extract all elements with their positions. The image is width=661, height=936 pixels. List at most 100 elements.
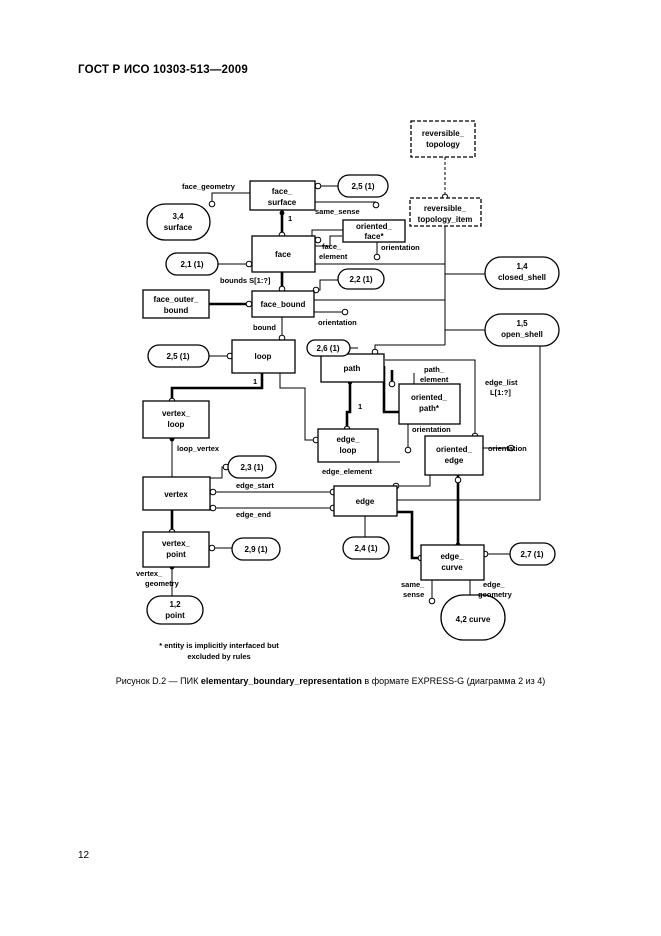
role-face-element-2: element	[319, 252, 348, 261]
role-path-element-2: element	[420, 375, 449, 384]
caption-suffix: в формате EXPRESS-G (диаграмма 2 из 4)	[361, 676, 546, 686]
svg-text:loop: loop	[340, 446, 357, 455]
svg-text:excluded by rules: excluded by rules	[187, 652, 250, 661]
role-edge-geometry-2: geometry	[478, 590, 513, 599]
ref-2-7: 2,7 (1)	[509, 542, 556, 566]
svg-text:vertex: vertex	[164, 490, 188, 499]
ref-2-5-top: 2,5 (1)	[337, 174, 389, 198]
svg-text:face*: face*	[364, 232, 384, 241]
caption-entity: elementary_boundary_representation	[200, 676, 362, 686]
role-path-element-1: path_	[424, 365, 445, 374]
svg-text:surface: surface	[268, 198, 297, 207]
ref-4-2-curve: 4,2 curve	[440, 594, 506, 641]
role-edge-list-1: edge_list	[485, 378, 518, 387]
role-same-sense-ec-1: same_	[401, 580, 425, 589]
role-same-sense-ec-2: sense	[403, 590, 424, 599]
svg-text:closed_shell: closed_shell	[498, 273, 546, 282]
svg-text:curve: curve	[441, 563, 463, 572]
role-edge-start: edge_start	[236, 481, 274, 490]
svg-text:reversible_: reversible_	[422, 129, 465, 138]
svg-text:2,1 (1): 2,1 (1)	[180, 260, 203, 269]
role-face-geometry: face_geometry	[182, 182, 236, 191]
ref-1-5-open-shell: 1,5 open_shell	[484, 313, 560, 347]
role-bound: bound	[253, 323, 276, 332]
entity-face-surface: face_ surface	[249, 180, 316, 211]
svg-text:3,4: 3,4	[172, 212, 184, 221]
entity-face: face	[251, 235, 316, 273]
entity-oriented-path: oriented_ path*	[398, 383, 461, 425]
document-header: ГОСТ Р ИСО 10303-513—2009	[78, 64, 248, 76]
entity-reversible-topology: reversible_ topology	[410, 120, 476, 158]
svg-text:point: point	[166, 550, 186, 559]
svg-text:2,3 (1): 2,3 (1)	[240, 463, 263, 472]
entity-path: path	[320, 353, 385, 383]
svg-text:oriented_: oriented_	[411, 393, 448, 402]
svg-text:reversible_: reversible_	[424, 204, 467, 213]
svg-text:vertex_: vertex_	[162, 539, 191, 548]
svg-text:edge: edge	[445, 456, 464, 465]
figure-caption: Рисунок D.2 — ПИК elementary_boundary_re…	[0, 676, 661, 686]
role-one-path: 1	[358, 402, 362, 411]
svg-text:edge_: edge_	[336, 435, 360, 444]
entity-vertex-loop: vertex_ loop	[142, 400, 210, 439]
entity-edge: edge	[333, 485, 398, 517]
svg-text:face: face	[275, 250, 292, 259]
entity-edge-loop: edge_ loop	[317, 428, 379, 463]
svg-text:2,4 (1): 2,4 (1)	[354, 544, 377, 553]
entity-vertex: vertex	[142, 476, 211, 511]
entity-oriented-edge: oriented_ edge	[424, 435, 484, 476]
role-face-element-1: face_	[322, 242, 342, 251]
ref-2-3: 2,3 (1)	[227, 455, 277, 479]
svg-text:2,7 (1): 2,7 (1)	[520, 550, 543, 559]
role-orientation-op: orientation	[412, 425, 451, 434]
svg-text:1,5: 1,5	[516, 319, 528, 328]
svg-text:2,5 (1): 2,5 (1)	[351, 182, 374, 191]
svg-text:surface: surface	[164, 223, 193, 232]
role-edge-end: edge_end	[236, 510, 271, 519]
role-bounds: bounds S[1:?]	[220, 276, 271, 285]
role-loop-vertex: loop_vertex	[177, 444, 220, 453]
svg-text:2,6 (1): 2,6 (1)	[316, 344, 339, 353]
ref-2-5-loop: 2,5 (1)	[147, 344, 210, 368]
svg-text:1,2: 1,2	[169, 600, 181, 609]
role-one-loop: 1	[253, 377, 257, 386]
role-same-sense-fs: same_sense	[315, 207, 360, 216]
svg-text:path*: path*	[419, 404, 440, 413]
ref-2-1: 2,1 (1)	[165, 252, 219, 276]
svg-text:face_outer_: face_outer_	[154, 295, 199, 304]
role-vertex-geometry-2: geometry	[145, 579, 180, 588]
svg-text:* entity is implicitly interfa: * entity is implicitly interfaced but	[159, 641, 279, 650]
svg-text:2,9 (1): 2,9 (1)	[244, 545, 267, 554]
role-labels: face_geometry same_sense 1 face_ element…	[136, 182, 527, 599]
caption-prefix: Рисунок D.2 — ПИК	[115, 676, 201, 686]
svg-text:2,5 (1): 2,5 (1)	[166, 352, 189, 361]
svg-text:topology_item: topology_item	[418, 215, 473, 224]
role-orientation-of: orientation	[381, 243, 420, 252]
role-orientation-fb: orientation	[318, 318, 357, 327]
diagram-line-ends	[168, 182, 515, 605]
svg-text:edge_: edge_	[440, 552, 464, 561]
entity-face-outer-bound: face_outer_ bound	[142, 289, 210, 319]
svg-text:open_shell: open_shell	[501, 330, 543, 339]
ref-2-2: 2,2 (1)	[337, 268, 385, 290]
entity-edge-curve: edge_ curve	[420, 544, 485, 581]
svg-text:bound: bound	[164, 306, 189, 315]
page-number: 12	[78, 850, 90, 861]
role-edge-geometry-1: edge_	[483, 580, 506, 589]
svg-text:oriented_: oriented_	[356, 222, 393, 231]
svg-text:vertex_: vertex_	[162, 409, 191, 418]
svg-text:2,2 (1): 2,2 (1)	[349, 275, 372, 284]
svg-text:topology: topology	[426, 140, 460, 149]
role-orientation-oe: orientation	[488, 444, 527, 453]
svg-text:path: path	[344, 364, 361, 373]
ref-1-2-point: 1,2 point	[146, 595, 204, 625]
entity-oriented-face: oriented_ face*	[342, 219, 406, 243]
ref-3-4-surface: 3,4 surface	[146, 203, 211, 241]
role-one-fs: 1	[288, 214, 292, 223]
svg-text:1,4: 1,4	[516, 262, 528, 271]
role-edge-element: edge_element	[322, 467, 373, 476]
svg-text:edge: edge	[356, 497, 375, 506]
svg-text:loop: loop	[255, 352, 272, 361]
svg-text:face_: face_	[272, 187, 293, 196]
